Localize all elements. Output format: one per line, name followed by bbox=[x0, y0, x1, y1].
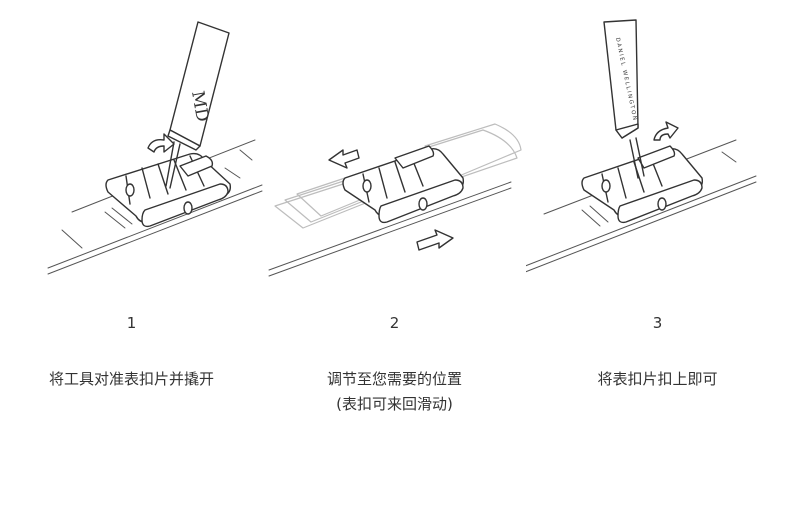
step-2-illustration bbox=[268, 123, 522, 277]
step-2: 2 调节至您需要的位置 (表扣可来回滑动) bbox=[263, 0, 526, 511]
closing-tool: DANIEL WELLINGTON bbox=[603, 19, 645, 179]
step-caption: 调节至您需要的位置 (表扣可来回滑动) bbox=[263, 367, 526, 417]
step-1: MD 1 将工具对准表扣片并撬开 bbox=[0, 0, 263, 511]
strap-edge-lower bbox=[526, 175, 757, 267]
strap-edge-lower bbox=[47, 184, 263, 269]
step-caption: 将工具对准表扣片并撬开 bbox=[0, 367, 263, 392]
step-number: 1 bbox=[126, 314, 137, 332]
step-3-illustration: DANIEL WELLINGTON bbox=[526, 19, 757, 273]
step-number: 2 bbox=[389, 314, 400, 332]
arrow-right-icon bbox=[416, 229, 454, 251]
opening-tool: MD bbox=[165, 21, 230, 189]
clasp bbox=[581, 145, 704, 224]
strap-edge-lower-2 bbox=[47, 190, 263, 275]
caption-line: 调节至您需要的位置 bbox=[326, 370, 462, 388]
step-3: DANIEL WELLINGTON 3 将表扣片扣上即可 bbox=[526, 0, 789, 511]
step-1-illustration: MD bbox=[47, 21, 263, 275]
rotate-arrow-icon bbox=[653, 121, 679, 141]
clasp bbox=[342, 145, 465, 224]
caption-line: 将工具对准表扣片并撬开 bbox=[48, 370, 214, 388]
caption-line: (表扣可来回滑动) bbox=[336, 395, 453, 413]
caption-line: 将表扣片扣上即可 bbox=[597, 370, 718, 388]
strap-edge-lower-2 bbox=[526, 181, 757, 273]
arrow-left-icon bbox=[328, 149, 360, 169]
rotate-arrow-icon bbox=[147, 133, 175, 153]
step-number: 3 bbox=[652, 314, 663, 332]
clasp bbox=[105, 152, 232, 228]
strap-edge-lower-2 bbox=[268, 187, 512, 277]
step-caption: 将表扣片扣上即可 bbox=[526, 367, 789, 392]
strap-edge-lower bbox=[268, 181, 512, 271]
